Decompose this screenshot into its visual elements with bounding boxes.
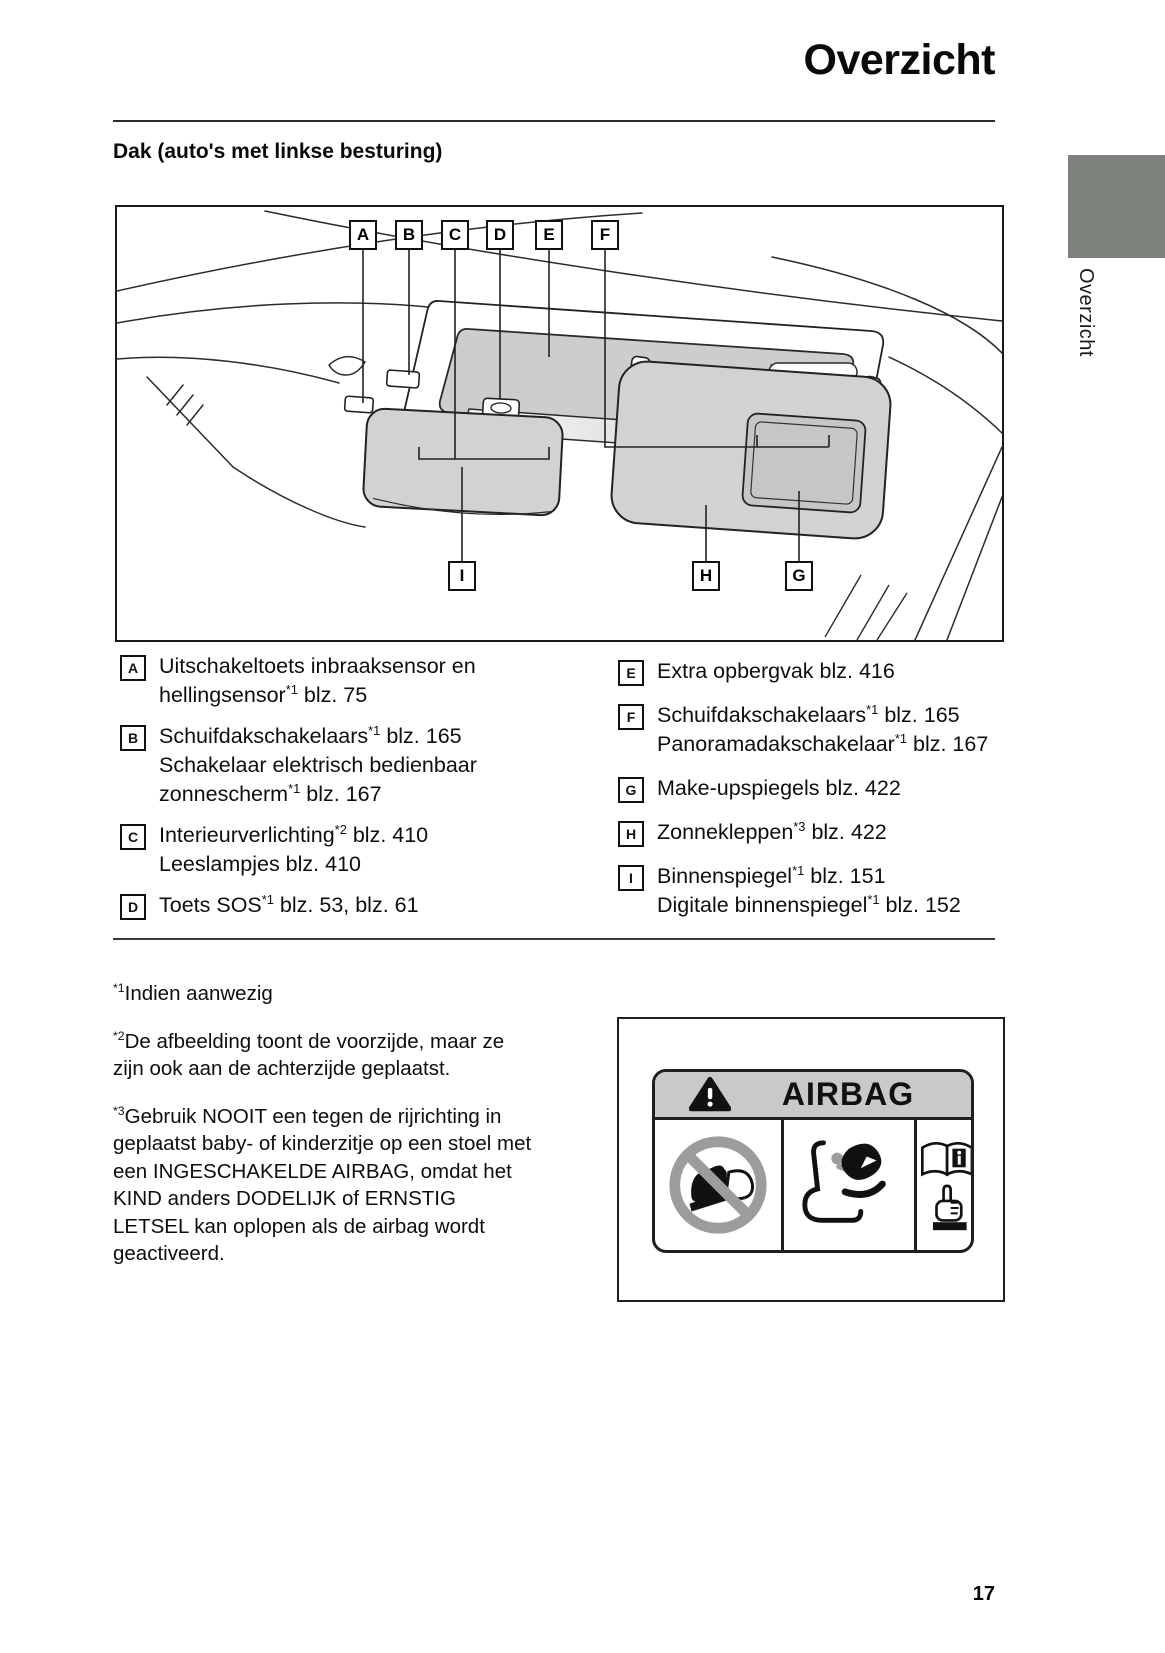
legend-letter-b: B xyxy=(120,725,146,751)
legend-text-b: Schuifdakschakelaars*1 blz. 165 Schakela… xyxy=(159,722,477,806)
diagram-callout-h: H xyxy=(692,561,720,591)
page-number: 17 xyxy=(972,1583,995,1605)
legend-text-a: Uitschakeltoets inbraaksensor en helling… xyxy=(159,654,476,707)
legend-text-d: Toets SOS*1 blz. 53, blz. 61 xyxy=(159,891,419,917)
legend-item-e: E Extra opbergvak blz. 416 xyxy=(618,657,1002,686)
vanity-mirror xyxy=(741,412,867,514)
legend-text-f: Schuifdakschakelaars*1 blz. 165 Panorama… xyxy=(657,701,989,756)
legend-item-a: A Uitschakeltoets inbraaksensor en helli… xyxy=(120,652,595,710)
legend-text-e: Extra opbergvak blz. 416 xyxy=(657,659,895,683)
legend-letter-i: I xyxy=(618,865,644,891)
airbag-warning-figure: AIRBAG xyxy=(617,1017,1005,1302)
diagram-callout-g: G xyxy=(785,561,813,591)
legend-letter-d: D xyxy=(120,894,146,920)
alarm-sensor-off-button xyxy=(343,395,375,414)
section-heading: Dak (auto's met linkse besturing) xyxy=(113,140,443,163)
legend-item-d: D Toets SOS*1 blz. 53, blz. 61 xyxy=(120,891,595,920)
diagram-callout-a: A xyxy=(349,220,377,250)
legend-letter-h: H xyxy=(618,821,644,847)
legend-letter-c: C xyxy=(120,824,146,850)
airbag-label-header: AIRBAG xyxy=(655,1072,971,1120)
legend-letter-f: F xyxy=(618,704,644,730)
legend-item-c: C Interieurverlichting*2 blz. 410 Leesla… xyxy=(120,821,595,879)
top-divider xyxy=(113,120,995,122)
sunroof-switch xyxy=(385,369,421,389)
legend-letter-a: A xyxy=(120,655,146,681)
diagram-callout-e: E xyxy=(535,220,563,250)
legend-text-c: Interieurverlichting*2 blz. 410 Leeslamp… xyxy=(159,821,429,876)
read-manual-icon xyxy=(917,1120,971,1250)
footnotes: *1Indien aanwezig *2De afbeelding toont … xyxy=(113,980,537,1288)
airbag-label-title: AIRBAG xyxy=(781,1076,915,1112)
roof-diagram-artwork xyxy=(117,210,1002,640)
roof-contour-lines xyxy=(117,210,1002,640)
legend-left-column: A Uitschakeltoets inbraaksensor en helli… xyxy=(120,652,595,932)
legend-text-h: Zonnekleppen*3 blz. 422 xyxy=(657,818,887,844)
diagram-callout-d: D xyxy=(486,220,514,250)
legend-item-h: H Zonnekleppen*3 blz. 422 xyxy=(618,818,1002,847)
airbag-warning-label: AIRBAG xyxy=(652,1069,974,1253)
legend-text-g: Make-upspiegels blz. 422 xyxy=(657,776,901,800)
roof-diagram: A B C D E F I H G xyxy=(115,205,1004,642)
chapter-tab xyxy=(1068,155,1165,258)
callout-leader-lines xyxy=(362,250,830,561)
footnote-2: *2De afbeelding toont de voorzijde, maar… xyxy=(113,1028,505,1081)
left-sun-visor xyxy=(362,407,564,517)
airbag-label-body xyxy=(655,1120,971,1250)
footnote-3: *3Gebruik NOOIT een tegen de rijrichting… xyxy=(113,1103,532,1266)
mid-divider xyxy=(113,938,995,940)
diagram-callout-i: I xyxy=(448,561,476,591)
footnote-1: *1Indien aanwezig xyxy=(113,981,273,1005)
page-title: Overzicht xyxy=(803,36,996,84)
legend-letter-g: G xyxy=(618,777,644,803)
no-rear-facing-child-seat-icon xyxy=(655,1120,785,1250)
warning-triangle-icon xyxy=(689,1076,731,1112)
legend-text-i: Binnenspiegel*1 blz. 151 Digitale binnen… xyxy=(657,862,961,917)
chapter-tab-label: Overzicht xyxy=(1075,268,1097,357)
legend-item-b: B Schuifdakschakelaars*1 blz. 165 Schake… xyxy=(120,722,595,809)
sun-visors xyxy=(362,355,892,540)
legend-letter-e: E xyxy=(618,660,644,686)
diagram-callout-b: B xyxy=(395,220,423,250)
diagram-callout-f: F xyxy=(591,220,619,250)
pillar-hatching xyxy=(824,574,908,640)
legend-right-column: E Extra opbergvak blz. 416 F Schuifdaksc… xyxy=(618,657,1002,935)
diagram-callout-c: C xyxy=(441,220,469,250)
legend-item-g: G Make-upspiegels blz. 422 xyxy=(618,774,1002,803)
legend-item-f: F Schuifdakschakelaars*1 blz. 165 Panora… xyxy=(618,701,1002,759)
legend-item-i: I Binnenspiegel*1 blz. 151 Digitale binn… xyxy=(618,862,1002,920)
airbag-deployment-icon xyxy=(784,1120,917,1250)
